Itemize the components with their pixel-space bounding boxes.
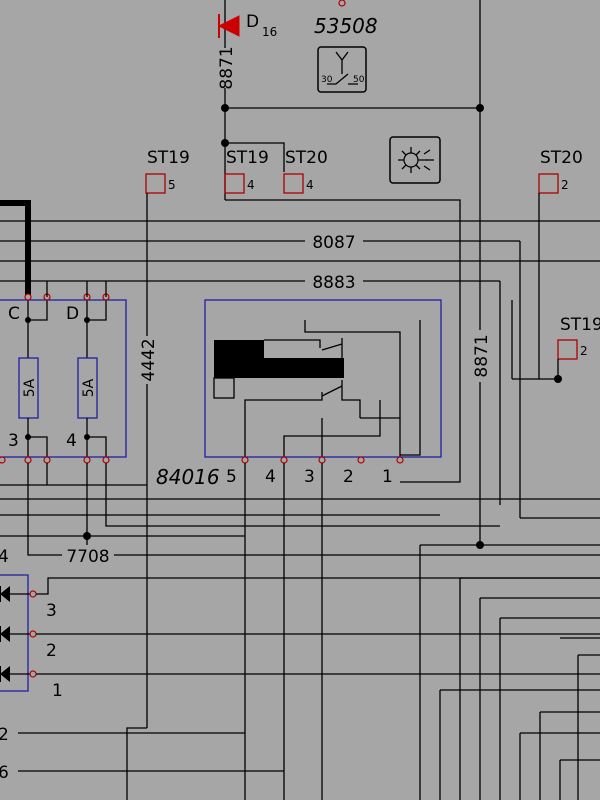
- diode-d16: D 16: [217, 0, 277, 108]
- wire-label-8871-top: 8871: [217, 46, 237, 89]
- wire-label-8871-right: 8871: [472, 334, 492, 377]
- diode-label: D: [246, 12, 259, 32]
- connector-st19-2: ST19 2: [557, 315, 600, 360]
- svg-text:2: 2: [561, 178, 569, 192]
- connector-st20-2: ST20 2: [538, 148, 583, 194]
- relay-53508-label: 53508: [314, 14, 378, 38]
- switch-pin-5: 5: [226, 467, 237, 487]
- diode-pin-1: 1: [52, 681, 63, 701]
- svg-text:4: 4: [306, 178, 314, 192]
- fuse-label-d: D: [66, 304, 79, 324]
- wire-label-4442: 4442: [139, 338, 159, 381]
- connector-st20-4: ST20 4: [283, 148, 328, 194]
- fuse-box: C D 3 4 5A 5A: [0, 293, 127, 464]
- diode-array: 3 2 1: [0, 574, 63, 701]
- switch-84016: 84016 5 4 3 2 1: [156, 299, 442, 489]
- svg-text:ST19: ST19: [147, 148, 190, 168]
- diode-pin-2: 2: [46, 641, 57, 661]
- fuse-label-3: 3: [8, 431, 19, 451]
- fuse-label-4: 4: [66, 431, 77, 451]
- edge-label-2: 2: [0, 725, 9, 745]
- svg-text:ST19: ST19: [560, 315, 600, 335]
- svg-text:ST20: ST20: [285, 148, 328, 168]
- switch-pin-1: 1: [382, 467, 393, 487]
- fuse-left-rating: 5A: [22, 378, 38, 397]
- top-pin: [338, 0, 346, 7]
- connector-st19-4: ST19 4: [224, 148, 269, 194]
- thick-supply-wire: [0, 200, 31, 298]
- fuse-right-rating: 5A: [81, 378, 97, 397]
- edge-label-4: 4: [0, 547, 9, 567]
- diode-pin-3: 3: [46, 601, 57, 621]
- relay-terminal-30: 30: [321, 75, 333, 85]
- relay-53508: 53508 30 50: [314, 14, 378, 93]
- wire-label-7708: 7708: [66, 547, 109, 567]
- edge-label-6: 6: [0, 763, 9, 783]
- wire-label-8883: 8883: [312, 273, 355, 293]
- svg-text:ST20: ST20: [540, 148, 583, 168]
- junction-dot: [554, 375, 562, 383]
- switch-84016-label: 84016: [156, 465, 220, 489]
- switch-pin-3: 3: [304, 467, 315, 487]
- diode-subscript: 16: [262, 25, 277, 39]
- junction-dot: [83, 532, 91, 540]
- svg-text:ST19: ST19: [226, 148, 269, 168]
- fuse-label-c: C: [8, 304, 20, 324]
- svg-text:4: 4: [247, 178, 255, 192]
- svg-text:2: 2: [580, 344, 588, 358]
- connector-st19-5: ST19 5: [145, 148, 190, 194]
- fan-icon: [389, 136, 441, 184]
- relay-terminal-50: 50: [353, 75, 365, 85]
- svg-text:5: 5: [168, 178, 176, 192]
- switch-pin-4: 4: [265, 467, 276, 487]
- wire-label-8087: 8087: [312, 233, 355, 253]
- switch-pin-2: 2: [343, 467, 354, 487]
